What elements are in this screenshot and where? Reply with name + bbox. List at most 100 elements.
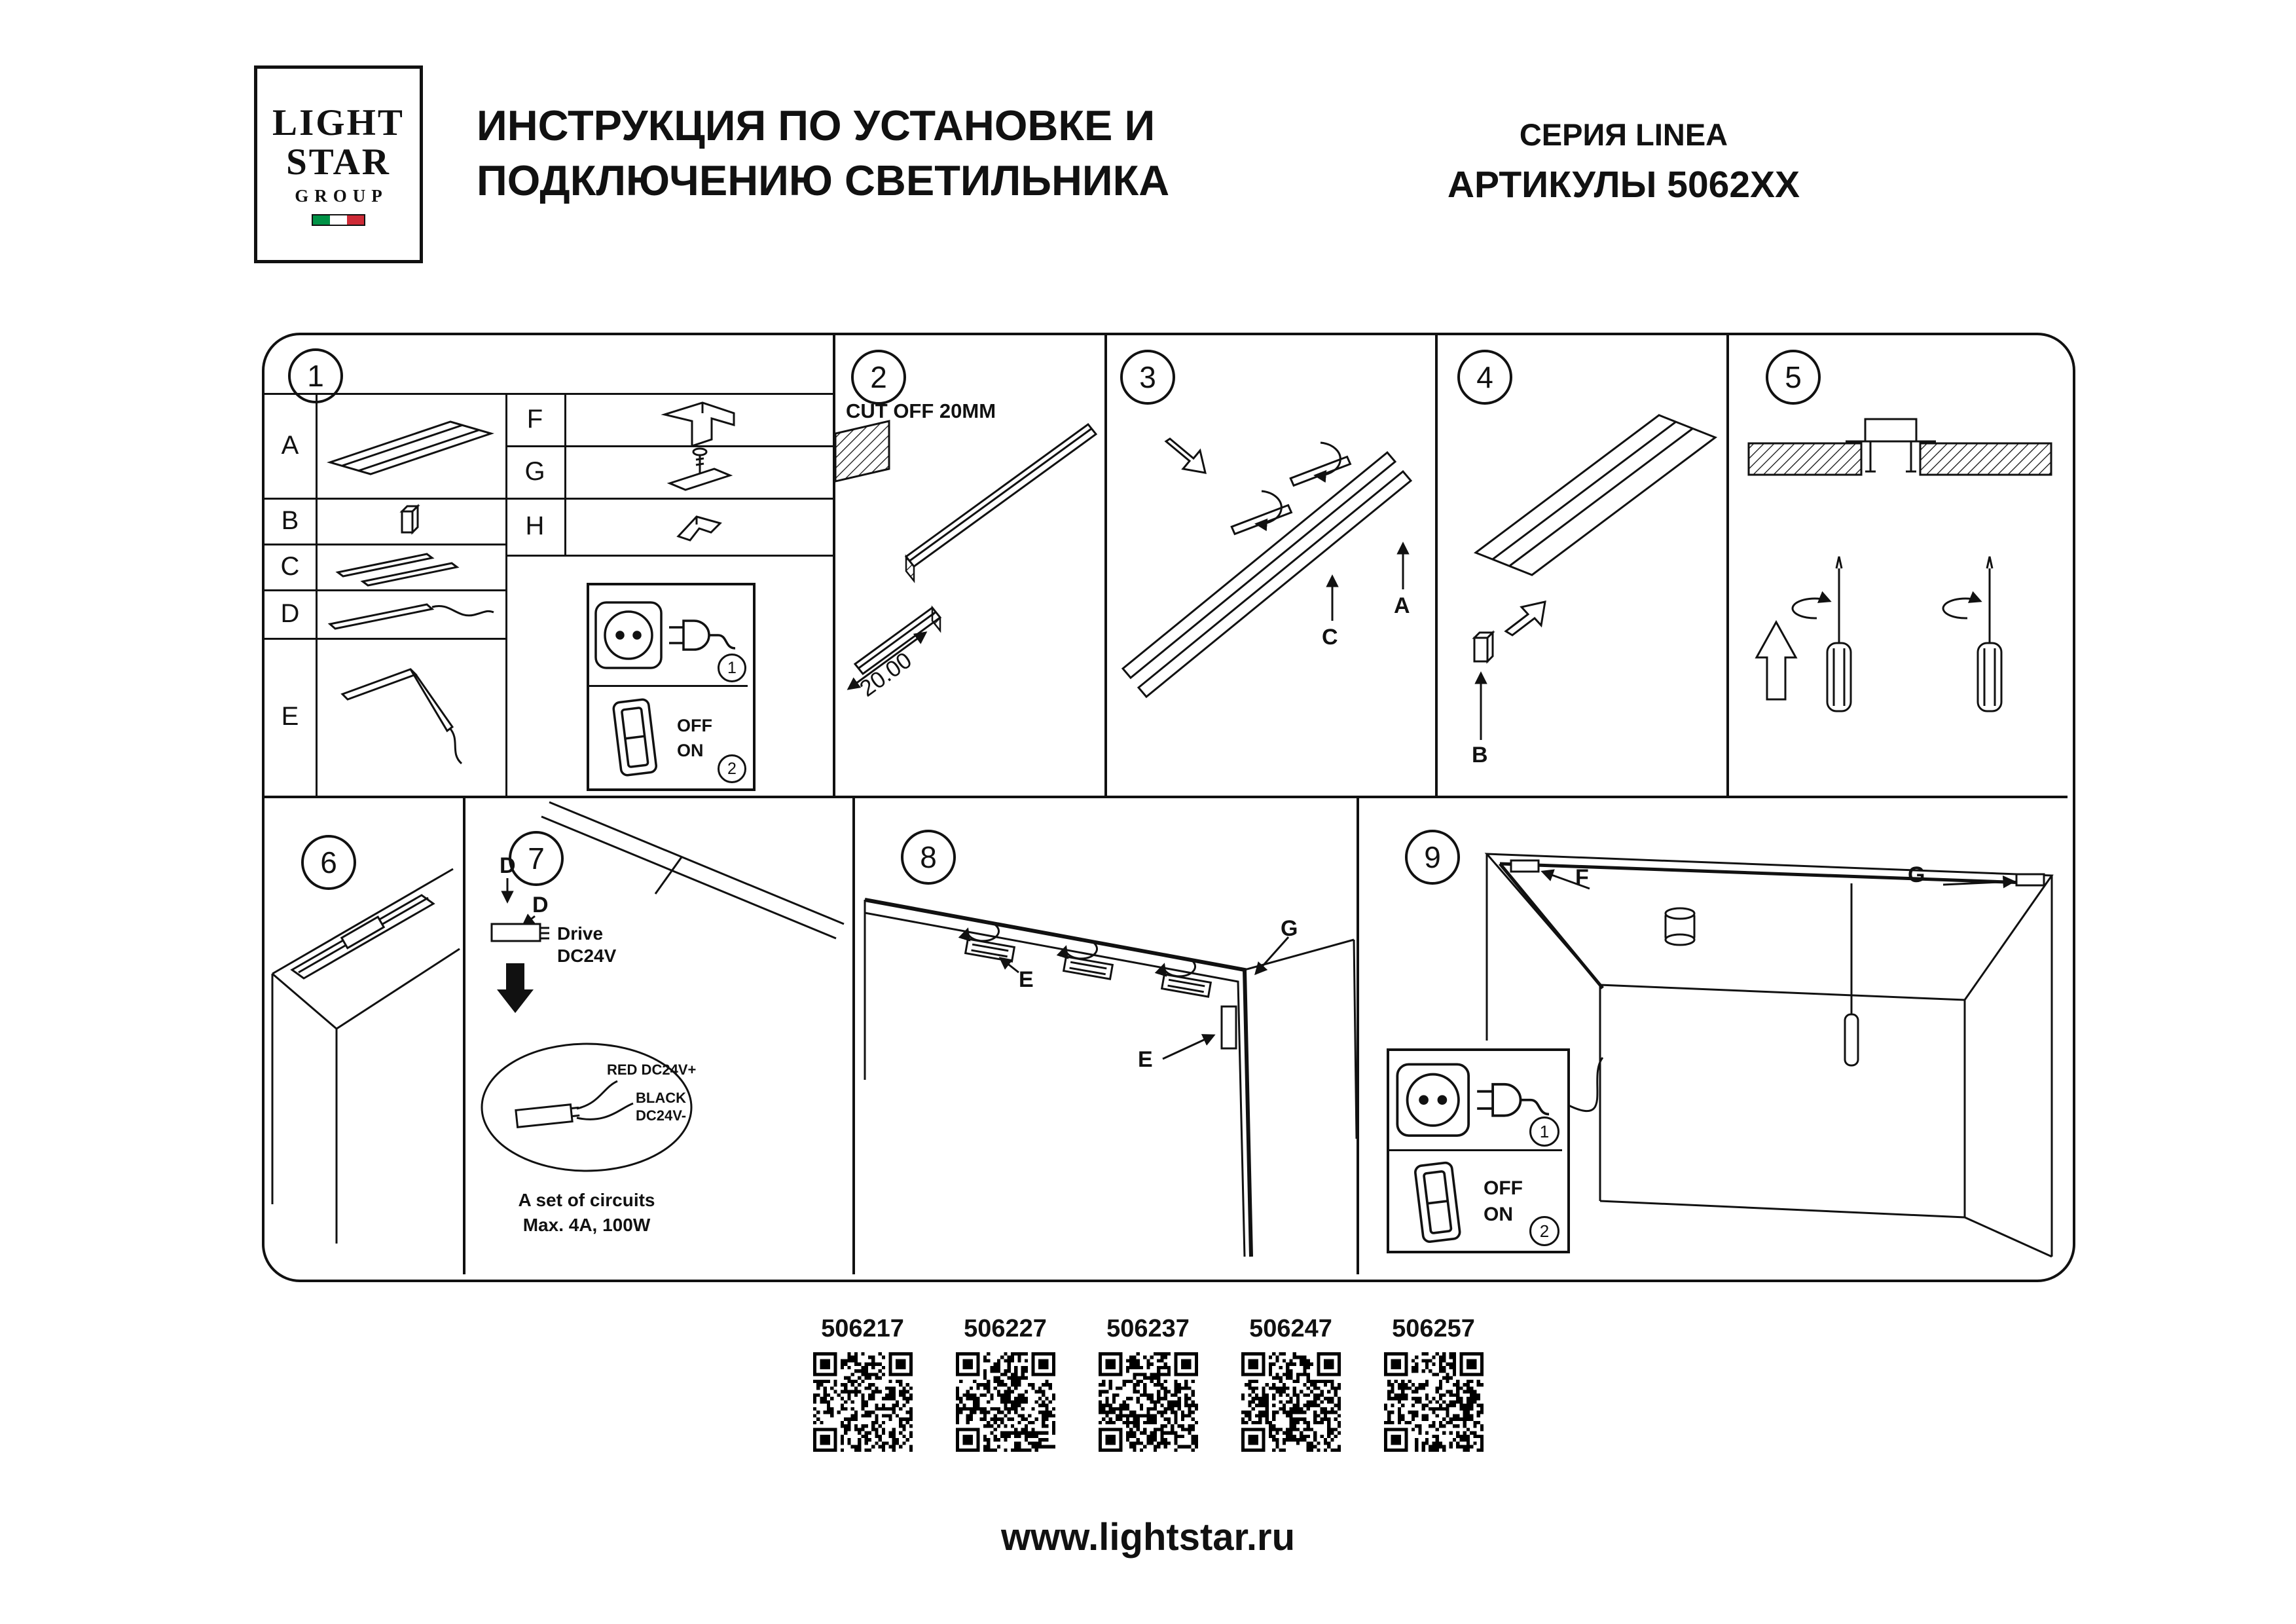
- qr-code-row: 506217 506227 506237 506247 506257: [0, 1315, 2296, 1452]
- qr-code: [1098, 1352, 1198, 1452]
- part-label-d: D: [280, 599, 300, 628]
- logo-group: GROUP: [295, 185, 388, 206]
- series-name: СЕРИЯ LINEA: [1519, 117, 1728, 152]
- divider: [833, 335, 835, 796]
- step3-drawing: [1121, 437, 1413, 699]
- step9-drawing: [1484, 853, 2054, 1258]
- panel-step-1: 1 A B C D E F G H: [264, 335, 833, 796]
- logo-light: LIGHT: [272, 101, 405, 143]
- step-number-8: 8: [901, 830, 956, 885]
- website-link[interactable]: www.lightstar.ru: [1000, 1516, 1296, 1559]
- step-circle-socket: 1: [1529, 1116, 1559, 1147]
- socket-plug-icon: [1394, 1061, 1557, 1140]
- divider: [1726, 335, 1729, 796]
- qr-code: [1241, 1352, 1341, 1452]
- qr-item: 506227: [955, 1315, 1055, 1452]
- switch-icon: [605, 695, 665, 782]
- part-label-h: H: [525, 511, 545, 540]
- step-number-3: 3: [1120, 350, 1175, 405]
- table-line: [264, 393, 833, 395]
- page-title: ИНСТРУКЦИЯ ПО УСТАНОВКЕ И ПОДКЛЮЧЕНИЮ СВ…: [477, 98, 1169, 208]
- panel-step-7: 7: [465, 798, 852, 1274]
- table-line: [1389, 1149, 1562, 1151]
- divider: [1357, 798, 1359, 1274]
- switch-on-label: ON: [677, 741, 704, 760]
- divider: [1104, 335, 1107, 796]
- step-circle-switch: 2: [718, 754, 746, 783]
- label-d1: D: [500, 853, 516, 878]
- table-line: [264, 638, 507, 640]
- step2-drawing: [835, 420, 1098, 690]
- table-line: [564, 393, 566, 555]
- steps-frame: 1 A B C D E F G H: [262, 333, 2075, 1282]
- panel-step-6: 6: [264, 798, 463, 1274]
- article-number: 506217: [821, 1315, 904, 1342]
- cut-off-note: CUT OFF 20MM: [846, 399, 996, 422]
- power-connection-box: 1 OFF ON 2: [587, 583, 756, 791]
- title-line-2: ПОДКЛЮЧЕНИЮ СВЕТИЛЬНИКА: [477, 157, 1170, 204]
- qr-code: [1383, 1352, 1484, 1452]
- table-line: [505, 498, 833, 500]
- table-line: [264, 544, 507, 545]
- divider: [1435, 335, 1438, 796]
- part-a-icon: [316, 393, 505, 498]
- step-number-2: 2: [851, 350, 906, 405]
- power-connection-box-2: 1 OFF ON 2: [1387, 1048, 1570, 1253]
- drive-label: Drive DC24V: [557, 923, 617, 966]
- label-d2: D: [532, 893, 549, 917]
- part-b-icon: [316, 498, 505, 544]
- switch-off-label: OFF: [677, 716, 712, 735]
- article-number: 506227: [964, 1315, 1047, 1342]
- label-b: B: [1472, 743, 1488, 767]
- logo-star: STAR: [286, 141, 391, 183]
- panel-step-9: 9: [1359, 798, 2068, 1274]
- switch-off-label: OFF: [1484, 1177, 1523, 1199]
- part-label-c: C: [280, 551, 300, 581]
- qr-item: 506217: [812, 1315, 913, 1452]
- part-label-e: E: [281, 702, 299, 731]
- part-f-icon: [564, 393, 833, 447]
- switch-icon: [1406, 1158, 1469, 1249]
- part-label-a: A: [281, 430, 299, 460]
- table-line: [589, 685, 748, 687]
- table-line: [505, 393, 507, 796]
- switch-on-label: ON: [1484, 1204, 1513, 1225]
- series-block: СЕРИЯ LINEA АРТИКУЛЫ 5062XX: [1388, 117, 1859, 206]
- table-line: [316, 393, 318, 796]
- table-line: [505, 445, 833, 447]
- table-line: [505, 555, 833, 557]
- step-number-4: 4: [1457, 350, 1512, 405]
- part-d-icon: [316, 589, 505, 638]
- part-c-icon: [316, 544, 505, 589]
- step8-drawing: [864, 898, 1357, 1257]
- lightstar-logo: LIGHT STAR GROUP: [254, 65, 423, 263]
- label-c: C: [1322, 625, 1338, 650]
- panel-step-2: 2 CUT OFF 20MM 20.00: [835, 335, 1104, 796]
- divider: [463, 798, 465, 1274]
- qr-item: 506247: [1241, 1315, 1341, 1452]
- divider: [852, 798, 855, 1274]
- label-e2: E: [1138, 1047, 1153, 1072]
- table-line: [264, 498, 507, 500]
- label-a: A: [1394, 593, 1410, 618]
- circuits-note-2: Max. 4A, 100W: [522, 1215, 651, 1235]
- step6-drawing: [271, 868, 460, 1244]
- italy-flag-icon: [312, 213, 365, 226]
- step-circle-switch: 2: [1529, 1216, 1559, 1246]
- label-g2: G: [1908, 862, 1925, 887]
- panel-step-8: 8: [855, 798, 1357, 1274]
- wire-red-label: RED DC24V+: [607, 1061, 697, 1078]
- table-line: [264, 589, 507, 591]
- step-number-6: 6: [301, 835, 356, 890]
- step-number-9: 9: [1405, 830, 1460, 885]
- part-label-g: G: [524, 456, 545, 486]
- step4-drawing: [1472, 414, 1718, 740]
- panel-step-5: 5: [1729, 335, 2068, 796]
- part-g-icon: [564, 445, 833, 498]
- circuits-note-1: A set of circuits: [518, 1190, 655, 1210]
- qr-code: [955, 1352, 1055, 1452]
- step-circle-socket: 1: [718, 654, 746, 682]
- part-h-icon: [564, 498, 833, 555]
- qr-item: 506237: [1098, 1315, 1198, 1452]
